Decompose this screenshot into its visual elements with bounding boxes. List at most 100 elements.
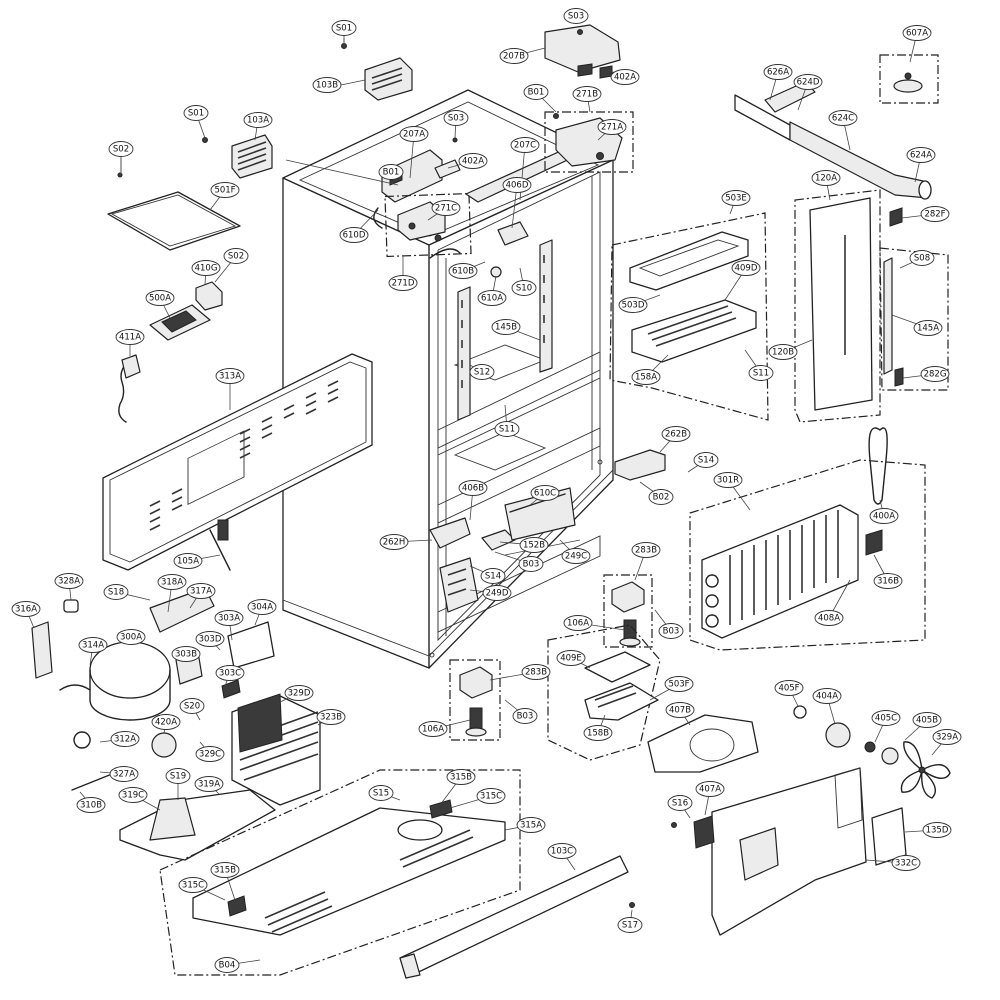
callout-500a: 500A xyxy=(145,290,175,306)
callout-text: 503E xyxy=(725,194,747,204)
callout-text: 103C xyxy=(551,847,573,857)
callout-text: 152B xyxy=(523,541,545,551)
callout-text: 105A xyxy=(177,557,199,567)
callout-text: S16 xyxy=(672,799,688,809)
callout-text: B02 xyxy=(653,493,670,503)
callout-s11: S11 xyxy=(748,365,774,381)
callout-103a: 103A xyxy=(243,112,273,128)
callout-text: 328A xyxy=(58,577,80,587)
callout-text: 315A xyxy=(520,821,542,831)
callout-s12: S12 xyxy=(469,364,495,380)
callout-text: 407A xyxy=(699,785,721,795)
callout-text: S20 xyxy=(184,702,200,712)
callout-145b: 145B xyxy=(491,319,521,335)
callout-text: 300A xyxy=(120,633,142,643)
callout-249d: 249D xyxy=(482,585,512,601)
callout-300a: 300A xyxy=(116,629,146,645)
callout-text: S03 xyxy=(568,12,584,22)
callout-text: 610D xyxy=(343,231,366,241)
callout-text: 106A xyxy=(567,619,589,629)
fan-and-shroud xyxy=(647,705,951,936)
callout-s02: S02 xyxy=(223,248,249,264)
callout-text: 303C xyxy=(219,669,241,679)
callout-text: 207C xyxy=(514,141,536,151)
callout-314a: 314A xyxy=(78,637,108,653)
callout-310b: 310B xyxy=(76,797,106,813)
callout-text: S08 xyxy=(914,254,930,264)
callout-s16: S16 xyxy=(667,795,693,811)
callout-text: 315B xyxy=(450,773,472,783)
callout-text: 262H xyxy=(383,538,406,548)
callout-text: 405B xyxy=(916,716,938,726)
callout-271c: 271C xyxy=(431,200,461,216)
callout-text: 315C xyxy=(480,792,502,802)
callout-405c: 405C xyxy=(871,710,901,726)
callout-207b: 207B xyxy=(499,48,529,64)
callout-text: 610B xyxy=(452,267,474,277)
callout-text: 607A xyxy=(906,29,928,39)
callout-text: S11 xyxy=(499,425,515,435)
callout-text: 410G xyxy=(195,264,218,274)
callout-262h: 262H xyxy=(379,534,409,550)
callout-text: B01 xyxy=(528,88,545,98)
callout-text: 120B xyxy=(772,348,794,358)
callout-text: 406B xyxy=(462,484,484,494)
callout-text: S19 xyxy=(170,772,186,782)
callout-s18: S18 xyxy=(103,584,129,600)
callout-text: 310B xyxy=(80,801,102,811)
callout-text: 315B xyxy=(214,866,236,876)
callout-text: 303D xyxy=(199,635,222,645)
callout-318a: 318A xyxy=(157,574,187,590)
callout-303c: 303C xyxy=(215,665,245,681)
callout-text: 271C xyxy=(435,204,457,214)
tray-assemblies xyxy=(547,212,769,761)
callout-303a: 303A xyxy=(214,610,244,626)
callout-text: 503D xyxy=(622,301,645,311)
callout-text: B04 xyxy=(219,961,236,971)
callout-304a: 304A xyxy=(247,599,277,615)
callout-text: 301R xyxy=(717,476,739,486)
callout-106a: 106A xyxy=(563,615,593,631)
callout-315c: 315C xyxy=(476,788,506,804)
callout-text: 400A xyxy=(873,512,895,522)
callout-text: 316A xyxy=(15,605,37,615)
callout-207c: 207C xyxy=(510,137,540,153)
callout-313a: 313A xyxy=(215,368,245,384)
callout-316b: 316B xyxy=(873,573,903,589)
callout-text: S02 xyxy=(228,252,244,262)
callout-text: S11 xyxy=(753,369,769,379)
callout-624d: 624D xyxy=(793,74,823,90)
callout-s19: S19 xyxy=(165,768,191,784)
callout-s03: S03 xyxy=(563,8,589,24)
callout-501f: 501F xyxy=(210,182,240,198)
callout-610d: 610D xyxy=(339,227,369,243)
callout-411a: 411A xyxy=(115,329,145,345)
callout-text: 303A xyxy=(218,614,240,624)
callout-text: S15 xyxy=(373,789,389,799)
callout-text: 103A xyxy=(247,116,269,126)
callout-s15: S15 xyxy=(368,785,394,801)
callout-s08: S08 xyxy=(909,250,935,266)
callout-b03: B03 xyxy=(518,556,544,572)
callout-s10: S10 xyxy=(511,280,537,296)
callout-s11: S11 xyxy=(494,421,520,437)
evaporator-assembly xyxy=(689,189,949,651)
callout-315b: 315B xyxy=(210,862,240,878)
callout-text: 249C xyxy=(565,552,587,562)
callout-610c: 610C xyxy=(530,485,560,501)
callout-249c: 249C xyxy=(561,548,591,564)
callout-text: 120A xyxy=(815,174,837,184)
callout-317a: 317A xyxy=(186,583,216,599)
callout-315a: 315A xyxy=(516,817,546,833)
callout-text: 332C xyxy=(895,859,917,869)
callout-282f: 282F xyxy=(920,206,950,222)
callout-text: 329D xyxy=(288,689,311,699)
callout-406d: 406D xyxy=(502,177,532,193)
callout-text: S01 xyxy=(188,109,204,119)
callout-316a: 316A xyxy=(11,601,41,617)
callout-text: 249D xyxy=(486,589,509,599)
callout-text: 315C xyxy=(182,881,204,891)
leveling-feet xyxy=(449,574,653,741)
callout-s03: S03 xyxy=(443,110,469,126)
